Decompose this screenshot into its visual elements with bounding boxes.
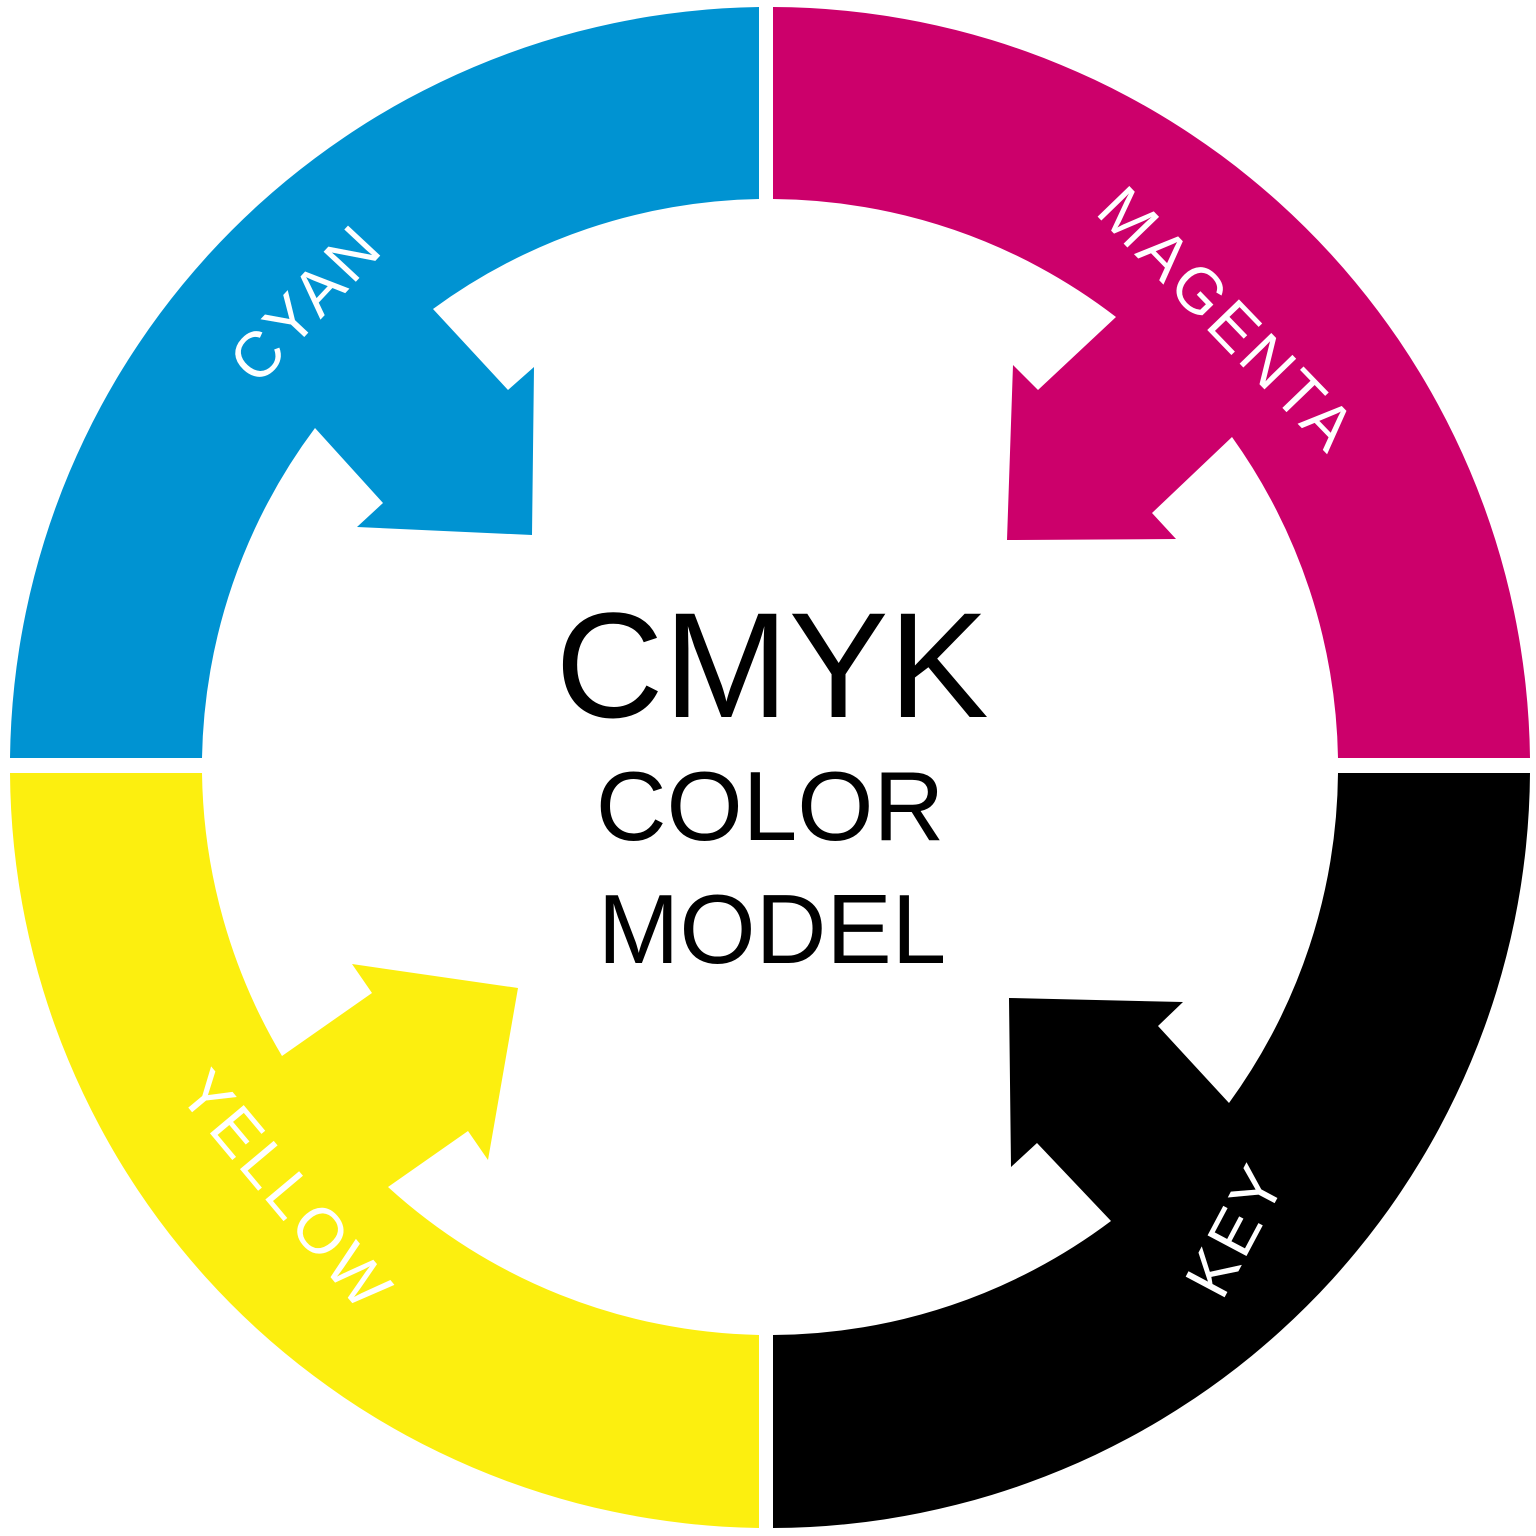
title-line-1: CMYK xyxy=(555,581,988,749)
key-segment xyxy=(773,773,1530,1528)
title-line-3: MODEL xyxy=(598,874,947,984)
yellow-segment xyxy=(10,773,759,1528)
title-line-2: COLOR xyxy=(596,751,945,861)
cyan-segment xyxy=(10,7,759,758)
magenta-segment xyxy=(773,7,1530,758)
